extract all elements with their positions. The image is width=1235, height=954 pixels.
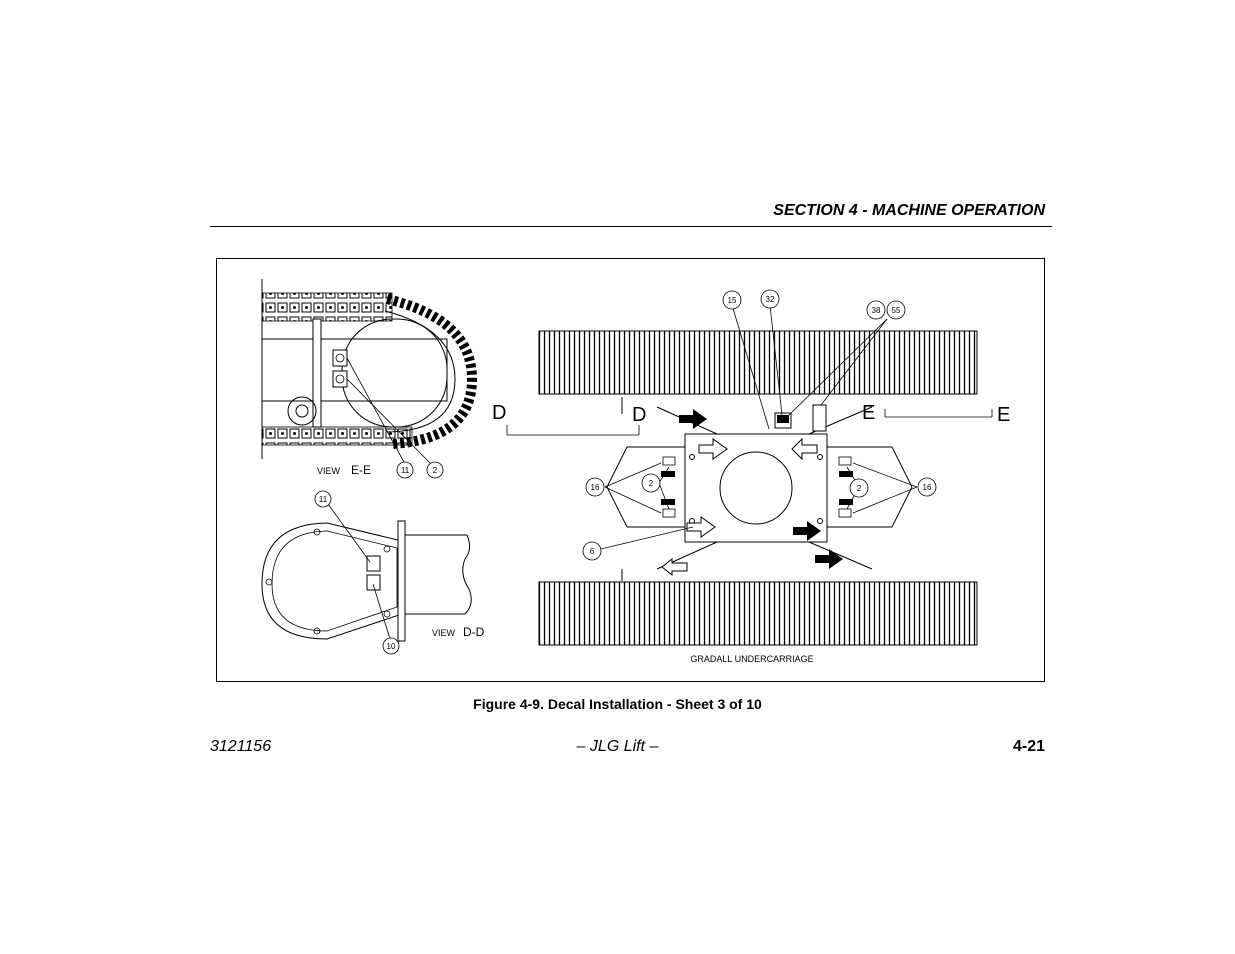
footer-brand: – JLG Lift – — [576, 738, 659, 755]
callout-2-left: 2 — [649, 479, 654, 488]
callout-16-right: 16 — [923, 483, 932, 492]
section-d-left: D — [492, 402, 506, 424]
decal-installation-drawing: 11 2 VIEW E-E 11 10 VIEW D-D — [261, 279, 1010, 664]
callout-11-mid: 11 — [319, 495, 328, 504]
header-divider — [210, 226, 1052, 227]
callout-16-left: 16 — [591, 483, 600, 492]
callout-11-top: 11 — [401, 466, 410, 475]
figure-frame: 11 2 VIEW E-E 11 10 VIEW D-D — [216, 258, 1045, 682]
callout-2-top: 2 — [433, 466, 438, 475]
callout-38: 38 — [872, 306, 881, 315]
callout-15: 15 — [728, 296, 737, 305]
section-title: SECTION 4 - MACHINE OPERATION — [773, 202, 1045, 219]
section-d-right: D — [632, 404, 646, 426]
section-e-left: E — [862, 402, 875, 424]
callout-55: 55 — [892, 306, 901, 315]
document-number: 3121156 — [210, 738, 272, 755]
figure-caption: Figure 4-9. Decal Installation - Sheet 3… — [473, 696, 762, 712]
view-e-e-drawing — [261, 279, 478, 465]
callout-6: 6 — [590, 547, 595, 556]
view-e-word: VIEW — [317, 466, 341, 476]
callout-2-right: 2 — [857, 484, 862, 493]
view-d-word: VIEW — [432, 628, 456, 638]
section-e-right: E — [997, 404, 1010, 426]
page-number: 4-21 — [1012, 738, 1045, 755]
view-e-name: E-E — [351, 463, 371, 477]
callout-32: 32 — [766, 295, 775, 304]
view-d-d-drawing — [261, 503, 472, 642]
callout-10: 10 — [387, 642, 396, 651]
undercarriage-label: GRADALL UNDERCARRIAGE — [690, 654, 813, 664]
view-d-name: D-D — [463, 625, 485, 639]
undercarriage-drawing — [506, 304, 993, 646]
